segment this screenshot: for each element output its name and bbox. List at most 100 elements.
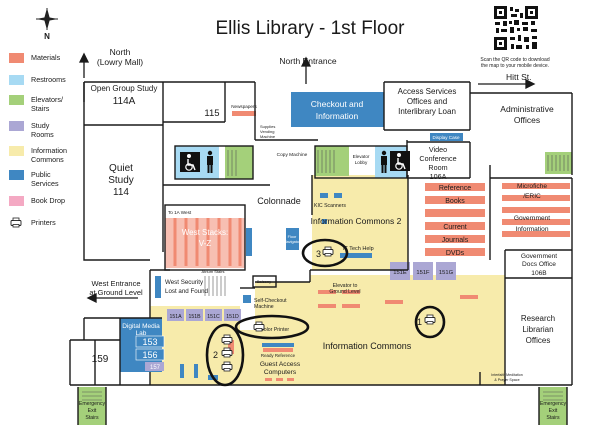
legend-swatch	[9, 121, 24, 131]
north-entrance-label: North Entrance	[279, 56, 336, 66]
administrative-offices-label: Administrative	[500, 104, 554, 114]
vending-label: Supplies	[260, 124, 275, 129]
room-114a-label: 114A	[113, 96, 136, 107]
legend-label: Services	[31, 179, 59, 188]
printer-icon	[221, 347, 233, 358]
legend-label: Study	[31, 121, 50, 130]
room-151e-label: 151E	[393, 270, 407, 276]
atrium-stairs-label: Atrium Stairs	[202, 269, 225, 274]
vending-label: Vending	[260, 129, 274, 134]
guest-access-label: Computers	[264, 369, 297, 376]
room-151d-label: 151D	[226, 314, 239, 320]
restroom-person-icon	[381, 150, 387, 173]
north-lowry-mall-label: North	[110, 47, 131, 57]
printer-marker[interactable]: 2	[205, 323, 245, 387]
current-label: Current	[443, 224, 466, 231]
colonnade-label: Colonnade	[257, 196, 301, 206]
legend-label: Materials	[31, 53, 61, 62]
north-lowry-mall-label: (Lowry Mall)	[97, 57, 143, 67]
reference-label: Reference	[439, 185, 471, 192]
newspapers-shelf	[232, 111, 256, 116]
west-entrance-label: West Entrance	[91, 279, 140, 288]
printer-marker[interactable]: 3	[301, 238, 349, 268]
elevator-lobby-label: Elevator	[353, 154, 370, 159]
emergency-exit-label: Exit	[549, 408, 558, 414]
video-conference-label: Video	[429, 145, 447, 154]
books-label: Books	[445, 198, 465, 205]
floor-navigator	[286, 228, 299, 250]
west-entrance-label: at Ground Level	[89, 288, 143, 297]
display-case-label: Display Case	[432, 135, 460, 140]
ready-reference-label: Ready Reference	[261, 353, 296, 358]
access-services-label: Interlibrary Loan	[398, 107, 456, 116]
interfaith-label: Interfaith Meditation	[491, 373, 523, 377]
legend-label: Commons	[31, 155, 64, 164]
room-151b-label: 151B	[188, 314, 201, 320]
newspapers-label: Newspapers	[231, 104, 257, 109]
self-checkout-label: Self-Checkout	[254, 298, 287, 304]
elevator-east	[315, 146, 349, 176]
printer-number: 3	[316, 249, 321, 259]
interfaith-label: & Prayer Space	[494, 378, 519, 382]
printer-highlight-circle	[414, 305, 446, 339]
legend-label: Book Drop	[31, 196, 65, 205]
legend-swatch	[9, 170, 24, 180]
legend-label: Public	[31, 170, 51, 179]
legend-label: Printers	[31, 218, 56, 227]
access-services-label: Offices and	[407, 97, 447, 106]
it-tech-help-label: IT Tech Help	[343, 246, 374, 252]
room-159-label: 159	[92, 354, 109, 365]
west-security-desk	[155, 276, 161, 298]
balcony-label: Balcony	[257, 279, 271, 284]
printer-marker[interactable]	[234, 314, 310, 340]
legend-label: Information	[31, 146, 67, 155]
room-151f-label: 151F	[416, 270, 430, 276]
checkout-label: Checkout and	[311, 99, 364, 109]
qr-caption: the map to your mobile device.	[481, 63, 549, 69]
map-title: Ellis Library - 1st Floor	[216, 18, 406, 39]
stair-hatch	[82, 150, 569, 401]
printer-icon	[10, 217, 22, 228]
government-shelves	[502, 183, 570, 237]
emergency-exit-west	[78, 387, 106, 425]
west-stacks-shelving	[173, 218, 242, 266]
legend-label: Stairs	[31, 104, 50, 113]
self-checkout-kiosk	[243, 295, 251, 303]
room-106b-label: 106B	[531, 270, 547, 277]
legend-swatch	[9, 75, 24, 85]
printer-highlight-circle	[234, 314, 310, 340]
legend: MaterialsRestroomsElevators/StairsStudyR…	[9, 53, 67, 228]
administrative-offices-label: Offices	[514, 115, 540, 125]
hitt-st-label: Hitt St.	[506, 72, 532, 82]
video-conference-label: Conference	[419, 154, 456, 163]
room-153-label: 153	[142, 337, 157, 347]
room-156-label: 156	[142, 350, 157, 360]
government-docs-label: Docs Office	[522, 261, 556, 268]
legend-swatch	[9, 53, 24, 63]
study-rooms-151e-g	[390, 262, 456, 280]
guest-access-label: Guest Access	[260, 361, 301, 368]
elevator-west	[225, 146, 253, 179]
legend-item: Book Drop	[9, 196, 65, 206]
printer-marker[interactable]: 1	[414, 305, 446, 339]
entrance-arrows	[78, 52, 536, 304]
legend-label: Rooms	[31, 130, 54, 139]
elevator-ground-label: Elevator to	[333, 283, 358, 289]
legend-label: Restrooms	[31, 75, 66, 84]
floor-navigator-label: Floor	[288, 235, 297, 239]
vending-label: Machine	[260, 134, 276, 139]
qr-code[interactable]	[494, 6, 538, 50]
emergency-exit-label: Stairs	[85, 415, 99, 421]
printer-icon	[253, 321, 265, 332]
west-stacks-label: V-Z	[199, 239, 212, 248]
printer-number: 1	[417, 317, 422, 327]
digital-media-lab-label: Lab	[136, 330, 147, 337]
accessible-restroom-icon	[180, 152, 200, 172]
checkout-label: Information	[316, 111, 359, 121]
emergency-exit-label: Emergency	[79, 401, 106, 407]
walls	[69, 81, 573, 425]
ready-reference-shelf	[263, 348, 293, 352]
emergency-exit-label: Emergency	[540, 401, 567, 407]
